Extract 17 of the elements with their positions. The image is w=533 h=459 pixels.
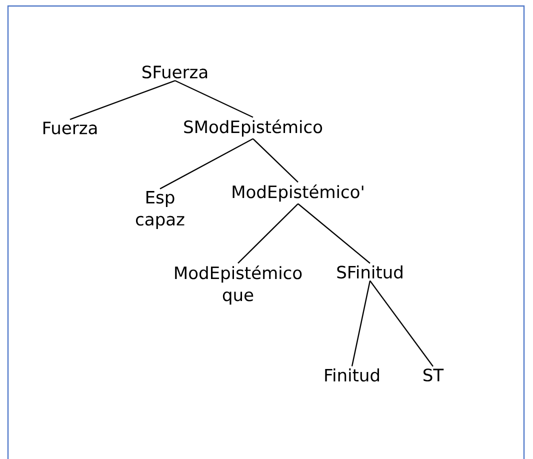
tree-label: Finitud [325, 368, 379, 382]
tree-leaf: Esp capaz [136, 191, 184, 229]
tree-branch [252, 138, 298, 183]
tree-label: SFinitud [337, 265, 402, 279]
tree-branch [174, 80, 254, 118]
tree-label: ModEpistémico' [232, 184, 364, 202]
tree-label: Fuerza [43, 122, 97, 134]
tree-branch [298, 203, 370, 264]
tree-leaf: ModEpistémico que [175, 265, 302, 305]
tree-label: ST [424, 368, 444, 382]
tree-label: SModEpistémico [184, 119, 322, 137]
tree-label: SFuerza [142, 66, 208, 78]
tree-branch [160, 138, 254, 190]
tree-branch [238, 203, 298, 264]
tree-branch [351, 280, 371, 366]
tree-branch [370, 280, 434, 367]
tree-branch [70, 80, 176, 120]
